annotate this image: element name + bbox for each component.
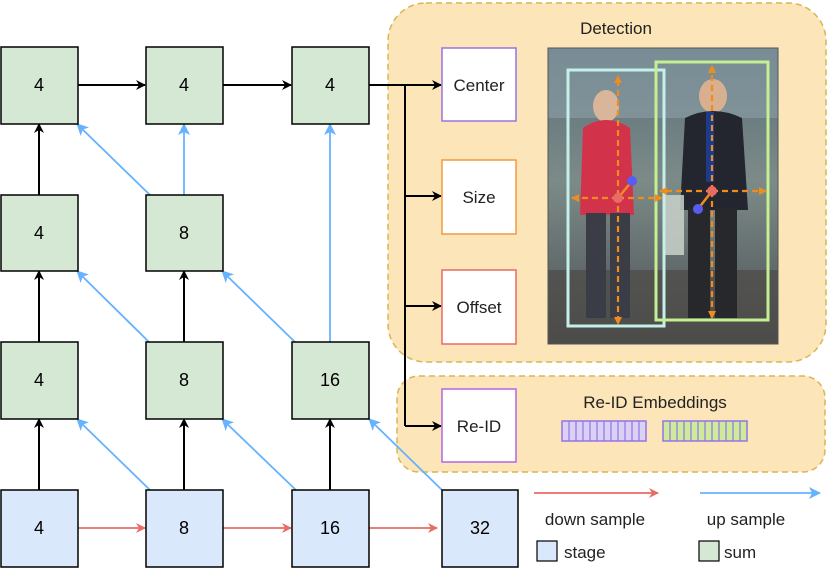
legend-sum-label: sum [724, 543, 756, 562]
sum-node-r3c2 [145, 341, 224, 420]
legend: down sample up sample stage sum [534, 487, 821, 562]
legend-stage-label: stage [564, 543, 606, 562]
size-head [441, 159, 517, 235]
legend-sum-swatch [698, 540, 720, 562]
sum-node-r2c2 [145, 194, 224, 272]
detection-title: Detection [580, 19, 652, 38]
sum-node-r3c1-label: 4 [34, 370, 44, 390]
stage-node-1 [0, 489, 79, 568]
sum-node-r3c1 [0, 341, 79, 420]
stage-node-4-label: 32 [470, 518, 490, 538]
stage-node-1-label: 4 [34, 518, 44, 538]
center-head [441, 47, 517, 122]
sum-node-r2c2-label: 8 [179, 223, 189, 243]
offset-head-label: Offset [456, 298, 501, 317]
sum-node-r1c3-label: 4 [325, 75, 335, 95]
sum-node-r1c2-label: 4 [179, 75, 189, 95]
sum-node-r3c2-label: 8 [179, 370, 189, 390]
pedestrian-detection-image [547, 47, 779, 345]
legend-stage-swatch [536, 540, 558, 562]
sum-node-r1c2 [145, 46, 224, 125]
stage-node-2-label: 8 [179, 518, 189, 538]
sum-node-r3c3 [291, 341, 370, 420]
legend-up-sample-label: up sample [707, 510, 785, 529]
stage-node-3-label: 16 [320, 518, 340, 538]
stage-node-4 [441, 489, 519, 568]
sum-node-r3c3-label: 16 [320, 370, 340, 390]
reid-head [441, 388, 517, 463]
sum-node-r1c1-label: 4 [34, 75, 44, 95]
reid-head-label: Re-ID [457, 417, 501, 436]
offset-head [441, 269, 517, 345]
center-head-label: Center [453, 76, 504, 95]
size-head-label: Size [462, 188, 495, 207]
sum-node-r2c1-label: 4 [34, 223, 44, 243]
legend-down-sample-label: down sample [545, 510, 645, 529]
sum-node-r1c1 [0, 46, 79, 125]
sum-node-r2c1 [0, 194, 79, 272]
reid-embedding-vector-purple [561, 420, 647, 442]
stage-node-2 [145, 489, 224, 568]
reid-embedding-vector-green [662, 420, 748, 442]
sum-node-r1c3 [291, 46, 370, 125]
stage-node-3 [291, 489, 370, 568]
reid-embeddings-title: Re-ID Embeddings [583, 393, 727, 412]
